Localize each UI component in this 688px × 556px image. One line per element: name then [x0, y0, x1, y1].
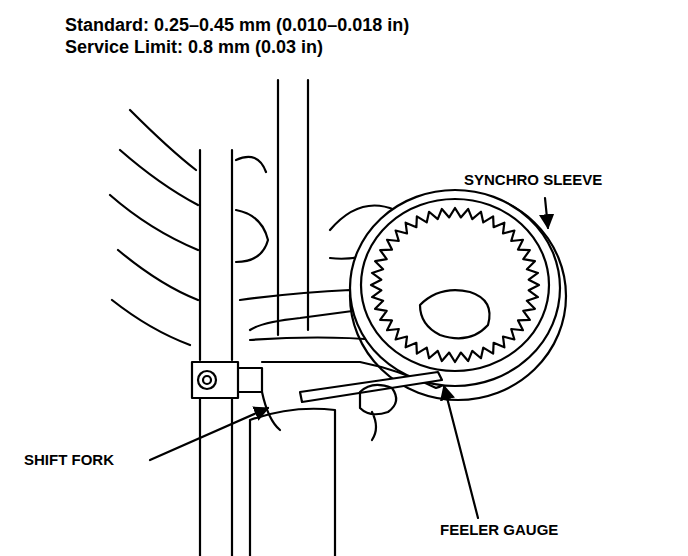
- leader-line: [444, 386, 478, 518]
- hand: [360, 385, 396, 440]
- leader-line: [545, 198, 548, 228]
- bolt-hole: [198, 371, 216, 389]
- part-name: SHIFT FORK: [22, 452, 116, 469]
- housing: [250, 409, 335, 556]
- collar: [238, 368, 262, 392]
- part-name: FEELER GAUGE: [438, 522, 560, 539]
- shift-fork: [262, 392, 280, 430]
- leader-line: [150, 408, 268, 460]
- spline-teeth: [371, 208, 539, 362]
- shift-fork: [240, 290, 364, 330]
- hand: [110, 110, 198, 345]
- shift-rod: [278, 80, 308, 335]
- sleeve-inner: [361, 199, 549, 371]
- bolt-hole: [203, 376, 211, 384]
- shift-rod: [200, 150, 232, 556]
- sleeve-outer: [350, 190, 560, 386]
- part-name: SYNCHRO SLEEVE: [462, 172, 604, 189]
- finger: [420, 290, 490, 338]
- feeler-gauge: [300, 372, 442, 402]
- hand: [236, 157, 268, 262]
- spec-standard: Standard: 0.25–0.45 mm (0.010–0.018 in): [63, 16, 411, 36]
- spec-service-limit: Service Limit: 0.8 mm (0.03 in): [63, 38, 325, 58]
- collar: [192, 362, 238, 398]
- spline-teeth: [371, 208, 539, 362]
